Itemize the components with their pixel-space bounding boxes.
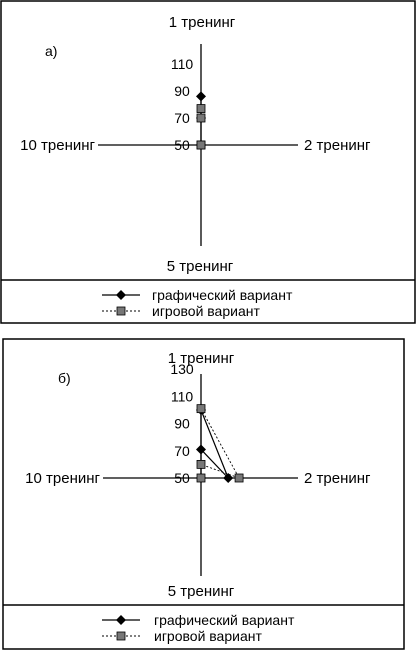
panel-b-legend-label-game: игровой вариант	[154, 628, 262, 644]
data-point-game	[196, 473, 206, 483]
panel-b-legend-label-graphic: графический вариант	[154, 612, 295, 628]
panel-a-series	[196, 91, 206, 150]
panel-b-legend-marker-graphic	[116, 615, 126, 625]
data-point-game	[196, 104, 206, 113]
tick-label: 110	[171, 56, 194, 72]
tick-label: 90	[174, 416, 190, 432]
panel-b-label: б)	[58, 370, 71, 386]
radar-panel-a: а) 1 тренинг 2 тренинг 5 тренинг 10 трен…	[0, 0, 416, 324]
panel-a-axis-label-left: 10 тренинг	[20, 137, 95, 154]
radar-panel-b: б) 1 тренинг 2 тренинг 5 тренинг 10 трен…	[2, 338, 405, 650]
panel-b-frame	[2, 338, 405, 650]
data-point-game	[196, 113, 206, 123]
tick-label: 50	[174, 470, 190, 486]
series-line-game	[200, 408, 241, 479]
panel-a-legend-label-game: игровой вариант	[152, 303, 260, 319]
panel-b-legend: графический вариант игровой вариант	[102, 612, 295, 644]
tick-label: 90	[174, 83, 190, 99]
data-point-graphic	[223, 473, 234, 483]
panel-b-axis-label-top: 1 тренинг	[168, 350, 235, 367]
tick-label: 110	[171, 388, 194, 404]
panel-b-series	[196, 404, 244, 483]
panel-a-ticks: 110 90 70 50	[171, 56, 194, 153]
tick-label: 130	[170, 361, 194, 377]
panel-b-legend-marker-game	[116, 631, 126, 641]
panel-b-ticks: 130 110 90 70 50	[170, 361, 194, 486]
panel-b-axis-label-left: 10 тренинг	[25, 470, 100, 487]
panel-b-axis-label-bottom: 5 тренинг	[168, 583, 235, 600]
panel-a-legend-label-graphic: графический вариант	[152, 287, 293, 303]
tick-label: 50	[174, 137, 190, 153]
panel-a-frame	[0, 0, 416, 324]
tick-label: 70	[174, 443, 190, 459]
data-point-game	[234, 473, 244, 483]
tick-label: 70	[174, 110, 190, 126]
panel-a-axis-label-bottom: 5 тренинг	[167, 258, 234, 275]
panel-b-axis-label-right: 2 тренинг	[304, 470, 371, 487]
panel-a-legend-marker-graphic	[116, 290, 126, 300]
data-point-game	[196, 459, 206, 469]
data-point-game	[196, 404, 206, 414]
panel-a-axis-label-top: 1 тренинг	[169, 14, 236, 31]
data-point-graphic	[196, 91, 206, 102]
panel-a-label: а)	[45, 43, 57, 59]
panel-a-legend: графический вариант игровой вариант	[102, 287, 293, 319]
panel-a-legend-marker-game	[116, 306, 126, 316]
data-point-game	[196, 140, 206, 150]
panel-a-axis-label-right: 2 тренинг	[304, 137, 371, 154]
